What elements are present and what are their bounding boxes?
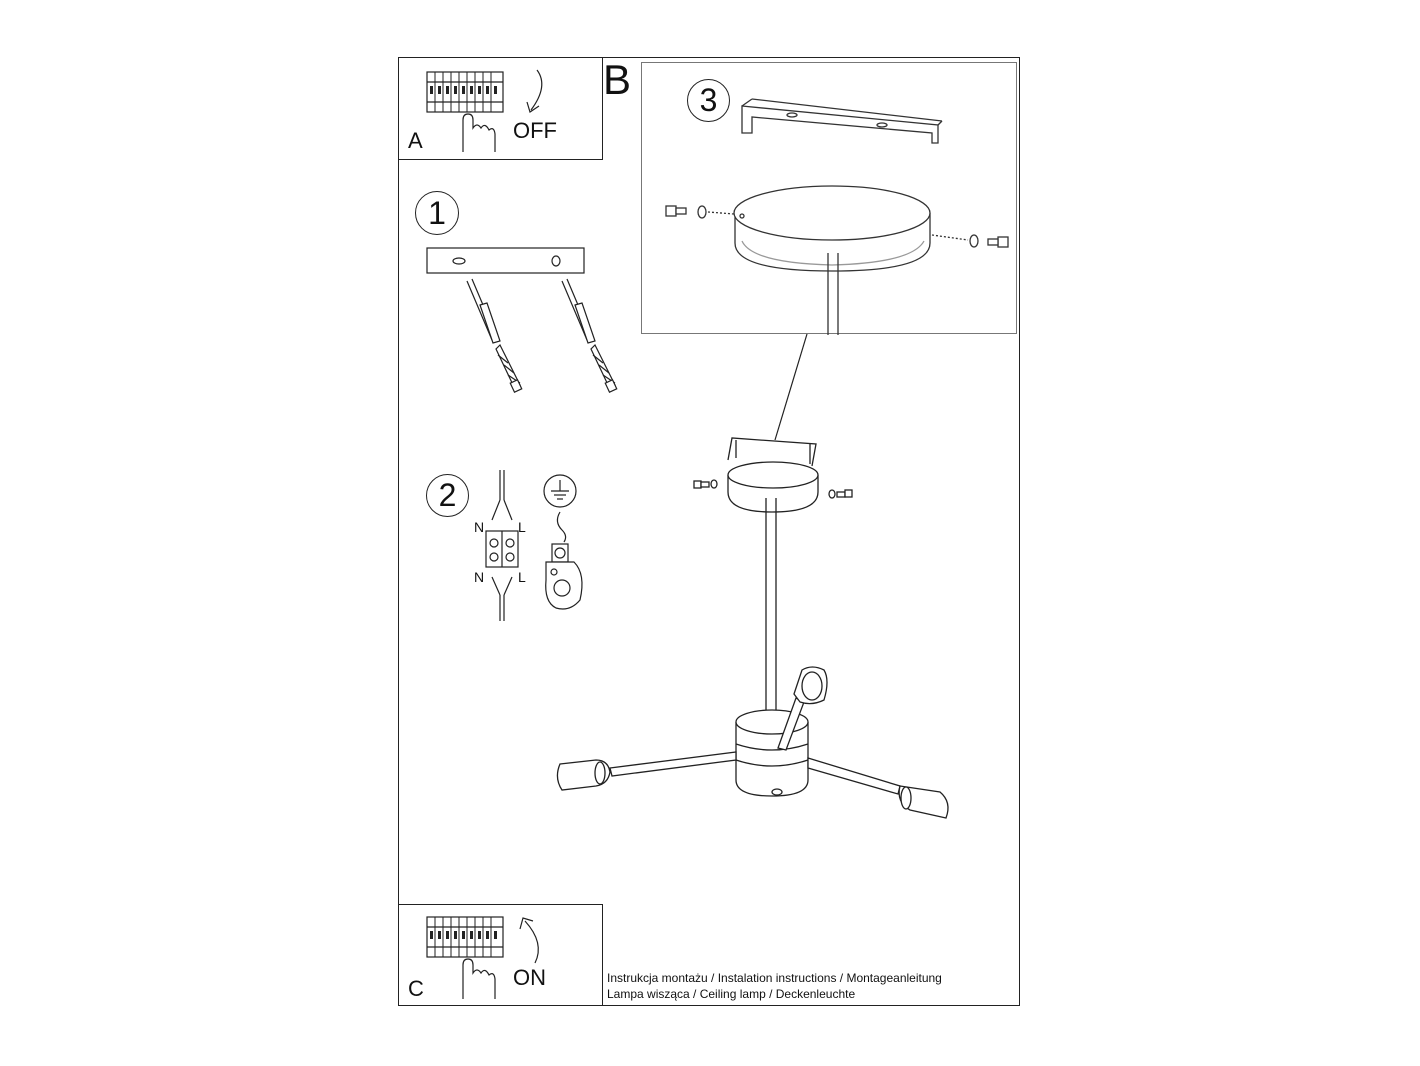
terminal-n-bottom: N: [474, 569, 485, 585]
step-b-letter: B: [603, 56, 632, 103]
caption-line-2: Lampa wisząca / Ceiling lamp / Deckenleu…: [607, 987, 856, 1001]
step-a-panel: A OFF: [398, 57, 603, 160]
step-1-number: 1: [428, 194, 446, 231]
instruction-sheet-frame: [398, 57, 1020, 1006]
step-2-number: 2: [438, 477, 457, 513]
step-c-on-label: ON: [513, 965, 546, 990]
circuit-breaker-off-icon: [426, 69, 543, 152]
ceiling-canopy-detail-illustration: [665, 98, 1009, 335]
ceiling-lamp-assembly-illustration: [556, 437, 949, 819]
terminal-l-bottom: L: [518, 569, 526, 585]
step-1-number-badge: 1: [415, 191, 459, 235]
ground-terminal-icon: [543, 474, 583, 610]
terminal-n-top: N: [474, 519, 485, 535]
caption-line-1: Instrukcja montażu / Instalation instruc…: [607, 971, 942, 985]
detail-leader-line: [774, 333, 808, 441]
step-a-letter: A: [408, 128, 423, 153]
terminal-l-top: L: [518, 519, 526, 535]
step-a-off-label: OFF: [513, 118, 557, 143]
drill-and-anchor-illustration: [426, 247, 618, 394]
circuit-breaker-on-icon: [426, 916, 539, 999]
step-3-detail-panel: 3: [641, 62, 1017, 335]
step-c-letter: C: [408, 976, 424, 1001]
step-2-number-badge: 2: [426, 474, 469, 517]
step-3-number-badge: 3: [687, 79, 730, 122]
step-3-number: 3: [699, 82, 718, 118]
wiring-terminal-diagram: [485, 470, 519, 621]
step-c-panel: C ON: [398, 904, 603, 1006]
